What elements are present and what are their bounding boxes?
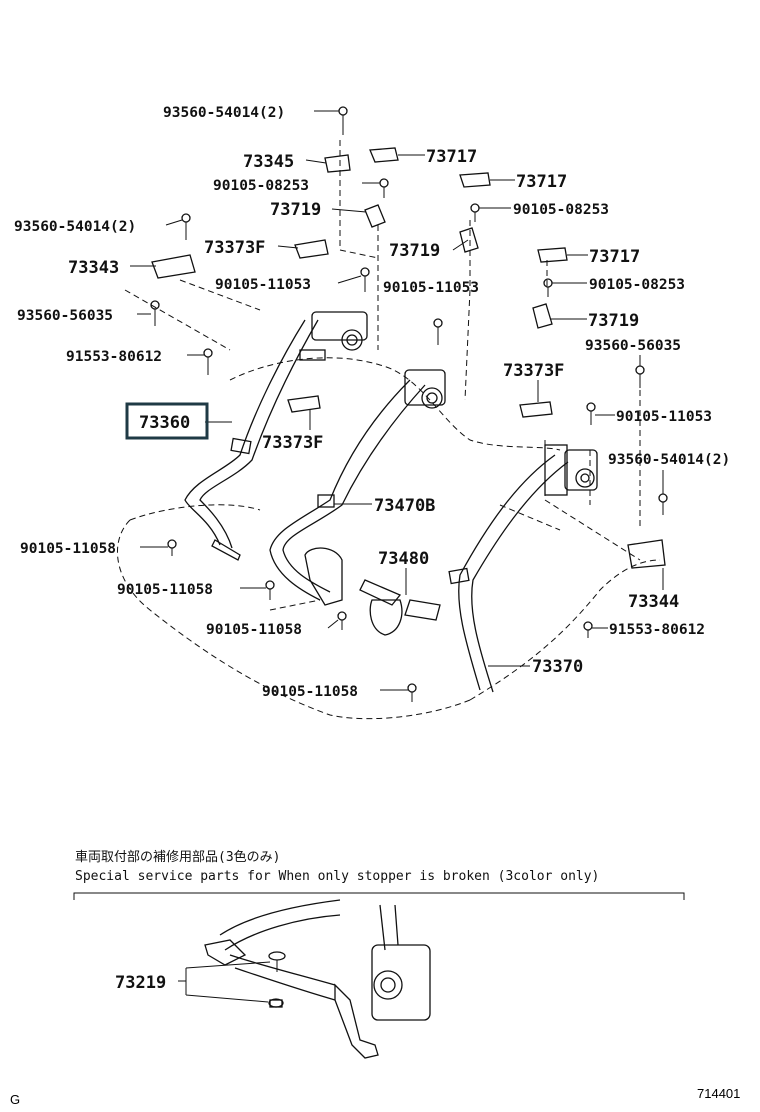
seat-outline (117, 140, 661, 720)
retractor-left (299, 311, 368, 361)
label-73373F-b: 73373F (503, 361, 564, 381)
label-73719-a: 73719 (270, 200, 321, 220)
special-service-section: 車両取付部の補修用部品(3色のみ) Special service parts … (73, 849, 685, 1059)
figure-number: 714401 (697, 1086, 740, 1101)
label-73717-c: 73717 (589, 247, 640, 267)
label-73360: 73360 (139, 413, 190, 433)
label-73345: 73345 (243, 152, 294, 172)
leader-lines (130, 110, 664, 691)
seat-belt-73360 (184, 311, 368, 561)
label-90105-11053-b: 90105-11053 (383, 280, 479, 296)
label-73219: 73219 (115, 973, 166, 993)
label-90105-11053-a: 90105-11053 (215, 277, 311, 293)
label-93560-56035-a: 93560-56035 (17, 308, 113, 324)
label-93560-54014-top: 93560-54014(2) (163, 105, 285, 121)
label-73719-c: 73719 (588, 311, 639, 331)
label-73373F-a: 73373F (204, 238, 265, 258)
label-90105-11058-b: 90105-11058 (117, 582, 213, 598)
highlight-box-73360 (125, 402, 209, 440)
label-90105-11058-c: 90105-11058 (206, 622, 302, 638)
retractor-center (404, 369, 446, 409)
label-73717-b: 73717 (516, 172, 567, 192)
label-73370: 73370 (532, 657, 583, 677)
note-english: Special service parts for When only stop… (75, 869, 599, 884)
label-73717-a: 73717 (426, 147, 477, 167)
label-91553-80612-a: 91553-80612 (66, 349, 162, 365)
label-90105-08253-c: 90105-08253 (589, 277, 685, 293)
part-labels: 93560-54014(2) 73345 73717 90105-08253 7… (14, 105, 730, 700)
label-73470B: 73470B (374, 496, 435, 516)
label-90105-11053-c: 90105-11053 (616, 409, 712, 425)
seat-belt-73470B (269, 369, 446, 606)
bolt-icons (150, 106, 668, 702)
label-93560-54014-right: 93560-54014(2) (608, 452, 730, 468)
label-73719-b: 73719 (389, 241, 440, 261)
retractor-right (544, 444, 598, 496)
label-90105-08253-a: 90105-08253 (213, 178, 309, 194)
label-93560-56035-b: 93560-56035 (585, 338, 681, 354)
detail-illustration (204, 899, 431, 1059)
label-90105-11058-a: 90105-11058 (20, 541, 116, 557)
label-73480: 73480 (378, 549, 429, 569)
label-90105-11058-d: 90105-11058 (262, 684, 358, 700)
label-73343: 73343 (68, 258, 119, 278)
label-73344: 73344 (628, 592, 679, 612)
note-japanese: 車両取付部の補修用部品(3色のみ) (75, 849, 280, 865)
label-93560-54014-left: 93560-54014(2) (14, 219, 136, 235)
label-91553-80612-b: 91553-80612 (609, 622, 705, 638)
label-73373F-c: 73373F (262, 433, 323, 453)
seat-belt-73370 (448, 444, 598, 693)
corner-code-left: G (10, 1092, 20, 1107)
buckle-73480 (359, 579, 441, 636)
cover-parts (151, 147, 666, 569)
buckle-73470B (304, 547, 343, 606)
label-90105-08253-b: 90105-08253 (513, 202, 609, 218)
